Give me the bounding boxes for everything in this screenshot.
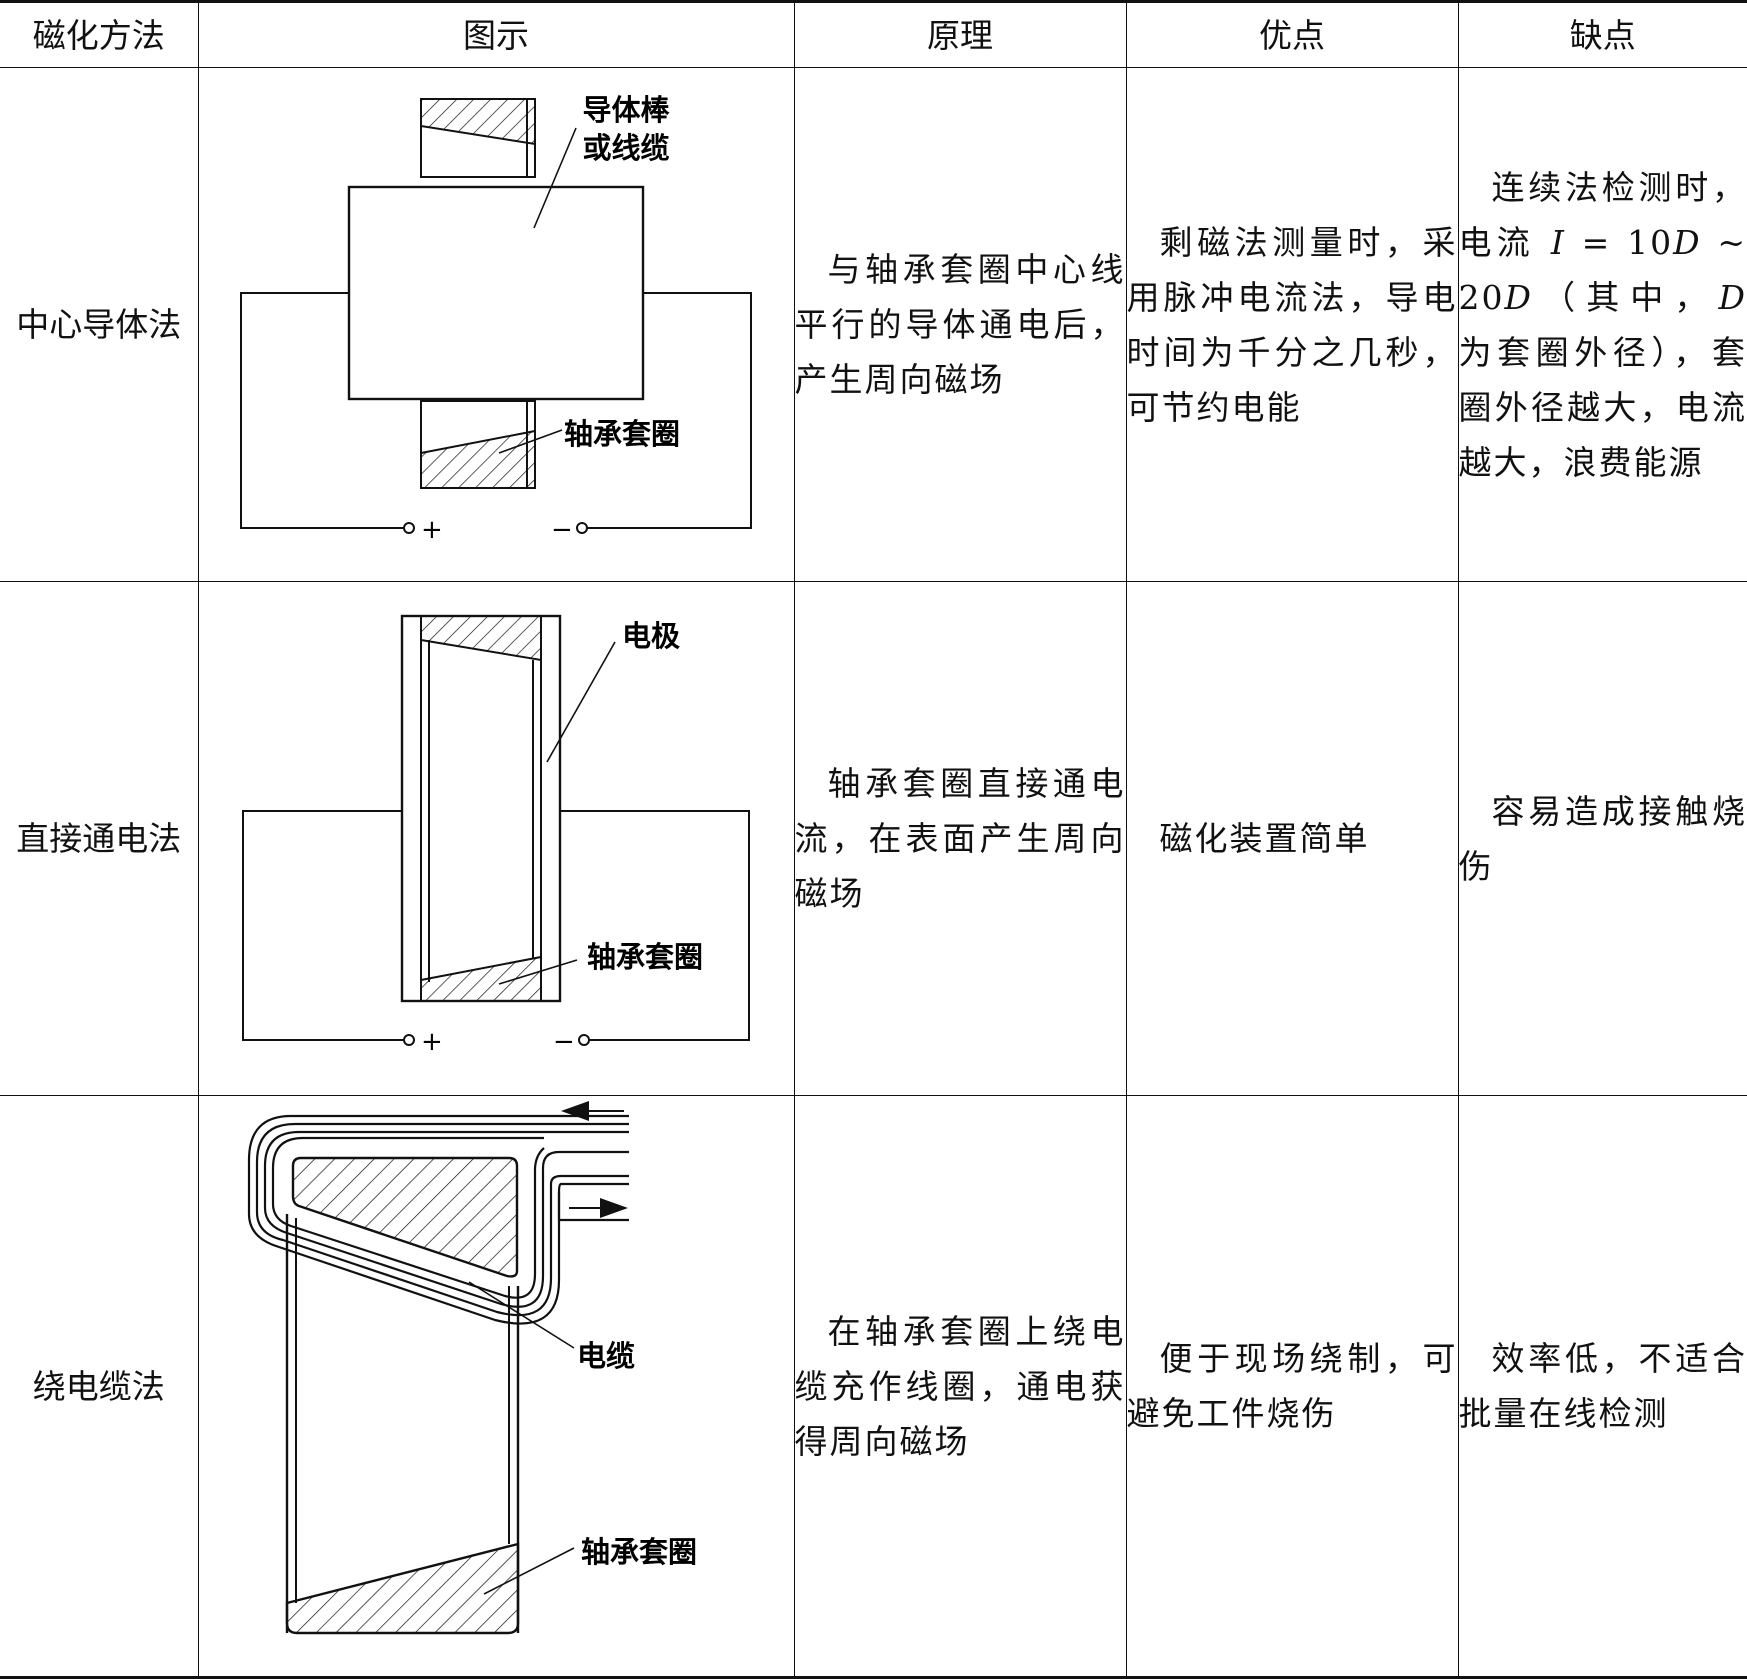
terminal-plus [402,1034,415,1046]
method-cell: 绕电缆法 [0,1095,199,1678]
header-method: 磁化方法 [0,1,199,68]
diagram-cable-winding: 电缆 轴承套圈 [197,1095,795,1678]
electrode-frame [400,614,561,1003]
conductor-label: 导体棒 [582,93,670,127]
direct-current-diagram: + − 电极 轴承套圈 [241,614,750,1057]
circuit-wire-right [586,292,752,529]
circuit-wire-left [241,810,404,1041]
cable-coil [247,1114,629,1325]
conductor-bar [347,185,644,401]
table-row: 直接通电法 [0,581,1747,1096]
electrode-label: 电极 [622,619,680,653]
advantage-cell: 磁化装置简单 [1125,581,1459,1096]
center-conductor-diagram: + − 导体棒 或线缆 轴承套圈 [239,93,752,545]
ring-label: 轴承套圈 [581,1535,697,1569]
terminal-minus [575,522,588,534]
circuit-wire-right [559,810,750,1041]
minus-label: − [551,515,573,545]
principle-cell: 轴承套圈直接通电流，在表面产生周向磁场 [793,581,1127,1096]
bearing-ring-lower [419,400,536,489]
principle-cell: 在轴承套圈上绕电缆充作线圈，通电获得周向磁场 [793,1095,1127,1678]
method-cell: 直接通电法 [0,581,199,1096]
disadvantage-cell: 容易造成接触烧伤 [1457,581,1747,1096]
terminal-minus [577,1034,590,1046]
header-diagram: 图示 [197,1,795,68]
disadvantage-cell: 连续法检测时，电流 I = 10D ~ 20D（其中，D 为套圈外径），套圈外径… [1457,67,1747,582]
bearing-ring [285,1156,519,1635]
bearing-ring-upper [419,98,536,178]
diagram-direct-current: + − 电极 轴承套圈 [197,581,795,1096]
diagram-center-conductor: + − 导体棒 或线缆 轴承套圈 [197,67,795,582]
cable-winding-diagram: 电缆 轴承套圈 [247,1101,697,1635]
cable-label: 电缆 [577,1339,635,1373]
ring-label: 轴承套圈 [587,940,703,974]
ring-label: 轴承套圈 [564,417,680,451]
header-disadvantage: 缺点 [1457,1,1747,68]
principle-cell: 与轴承套圈中心线平行的导体通电后，产生周向磁场 [793,67,1127,582]
terminal-plus [402,522,415,534]
advantage-cell: 剩磁法测量时，采用脉冲电流法，导电时间为千分之几秒，可节约电能 [1125,67,1459,582]
table-row: 绕电缆法 [0,1095,1747,1678]
circuit-wire-left [239,292,404,529]
advantage-cell: 便于现场绕制，可避免工件烧伤 [1125,1095,1459,1678]
plus-label: + [421,1027,443,1057]
table-row: 中心导体法 [0,67,1747,582]
header-principle: 原理 [793,1,1127,68]
disadvantage-cell: 效率低，不适合批量在线检测 [1457,1095,1747,1678]
header-row: 磁化方法 图示 原理 优点 缺点 [0,1,1747,68]
conductor-label-2: 或线缆 [582,131,669,165]
header-advantage: 优点 [1125,1,1459,68]
plus-label: + [421,515,443,545]
method-cell: 中心导体法 [0,67,199,582]
minus-label: − [553,1027,575,1057]
bearing-ring [419,615,542,1002]
